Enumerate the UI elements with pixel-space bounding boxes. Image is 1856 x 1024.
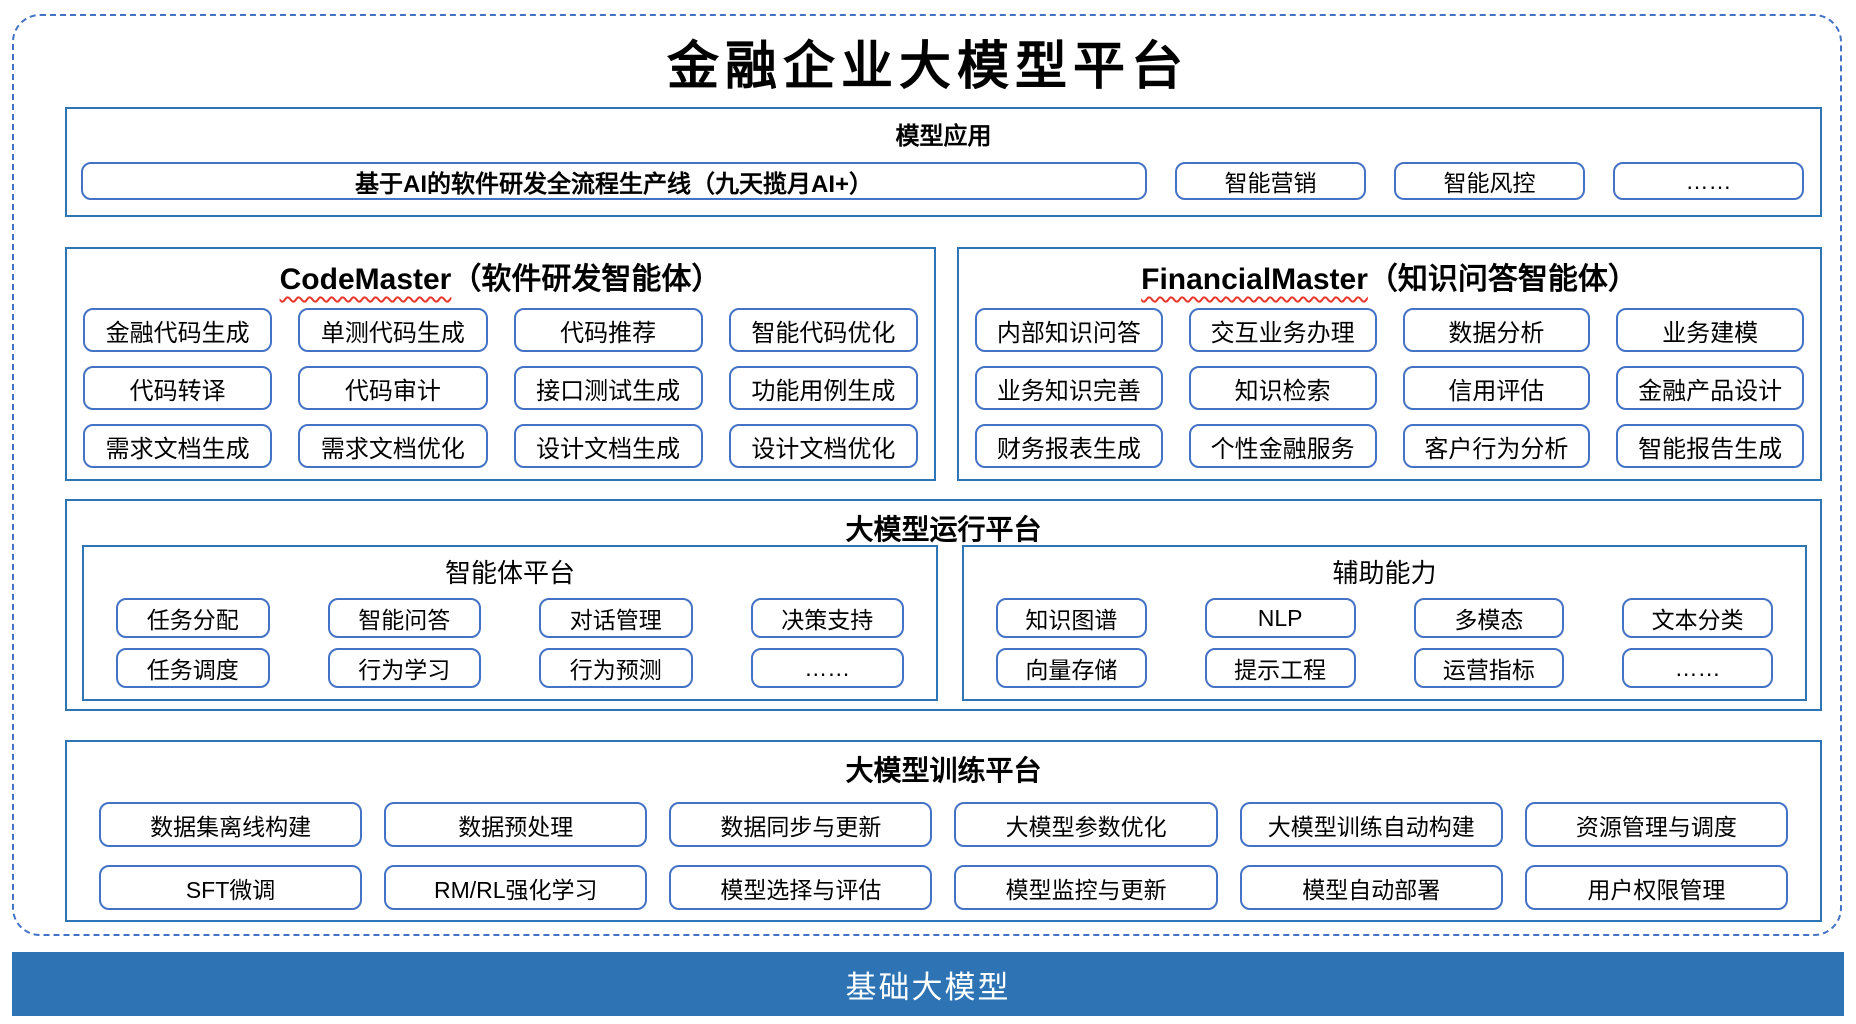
- diagram-node: SFT微调: [99, 865, 363, 910]
- section-codemaster: CodeMaster（软件研发智能体） 金融代码生成 单测代码生成 代码推荐 智…: [65, 247, 936, 481]
- diagram-node: 数据同步与更新: [669, 802, 933, 847]
- diagram-node: 智能问答: [327, 598, 481, 638]
- section-training-platform: 大模型训练平台 数据集离线构建 数据预处理 数据同步与更新 大模型参数优化 大模…: [65, 740, 1822, 922]
- diagram-node: 内部知识问答: [975, 308, 1163, 352]
- diagram-node: 资源管理与调度: [1524, 802, 1788, 847]
- diagram-node: RM/RL强化学习: [384, 865, 648, 910]
- diagram-node: 信用评估: [1402, 366, 1591, 410]
- diagram-node: 客户行为分析: [1402, 424, 1591, 468]
- diagram-node: 智能营销: [1175, 162, 1366, 200]
- diagram-node: 金融代码生成: [83, 308, 273, 352]
- diagram-node: 金融产品设计: [1616, 366, 1804, 410]
- diagram-node: 模型选择与评估: [669, 865, 933, 910]
- agent-platform-title: 智能体平台: [444, 558, 575, 588]
- codemaster-title: CodeMaster（软件研发智能体）: [67, 249, 934, 298]
- financialmaster-title-en: FinancialMaster: [1141, 263, 1368, 296]
- diagram-node: 文本分类: [1622, 598, 1773, 638]
- diagram-node: 代码审计: [298, 366, 488, 410]
- subsection-agent-platform: 智能体平台 任务分配 智能问答 对话管理 决策支持 任务调度 行为学习 行为预测…: [82, 545, 938, 701]
- diagram-node: 个性金融服务: [1188, 424, 1377, 468]
- diagram-node: 数据预处理: [384, 802, 648, 847]
- financialmaster-title: FinancialMaster（知识问答智能体）: [959, 249, 1820, 298]
- aux-capabilities-grid: 知识图谱 NLP 多模态 文本分类 向量存储 提示工程 运营指标 ……: [996, 598, 1773, 688]
- diagram-node-ellipsis: ……: [1613, 162, 1804, 200]
- financialmaster-grid: 内部知识问答 交互业务办理 数据分析 业务建模 业务知识完善 知识检索 信用评估…: [975, 308, 1804, 468]
- diagram-node: 交互业务办理: [1188, 308, 1377, 352]
- diagram-node: 运营指标: [1413, 648, 1565, 688]
- diagram-node: 数据集离线构建: [99, 802, 363, 847]
- diagram-node: 对话管理: [539, 598, 693, 638]
- foundation-model-bar: 基础大模型: [12, 952, 1844, 1016]
- section-model-application: 模型应用 基于AI的软件研发全流程生产线（九天揽月AI+） 智能营销 智能风控 …: [65, 107, 1822, 217]
- codemaster-title-suffix: （软件研发智能体）: [451, 263, 722, 296]
- section-runtime-platform: 大模型运行平台 智能体平台 任务分配 智能问答 对话管理 决策支持 任务调度 行…: [65, 499, 1822, 711]
- codemaster-grid: 金融代码生成 单测代码生成 代码推荐 智能代码优化 代码转译 代码审计 接口测试…: [83, 308, 918, 468]
- training-platform-grid: 数据集离线构建 数据预处理 数据同步与更新 大模型参数优化 大模型训练自动构建 …: [99, 802, 1788, 910]
- diagram-node: 智能代码优化: [728, 308, 918, 352]
- diagram-node: 用户权限管理: [1524, 865, 1788, 910]
- diagram-node: 代码推荐: [513, 308, 703, 352]
- page-title: 金融企业大模型平台: [666, 36, 1189, 97]
- diagram-node: 业务建模: [1616, 308, 1804, 352]
- diagram-node: 行为预测: [539, 648, 693, 688]
- diagram-node: 智能风控: [1394, 162, 1585, 200]
- section-model-application-title: 模型应用: [895, 123, 992, 150]
- diagram-node-pipeline: 基于AI的软件研发全流程生产线（九天揽月AI+）: [81, 162, 1147, 200]
- diagram-node: 任务调度: [116, 648, 270, 688]
- diagram-node: 任务分配: [116, 598, 270, 638]
- diagram-node: 财务报表生成: [975, 424, 1163, 468]
- agent-platform-grid: 任务分配 智能问答 对话管理 决策支持 任务调度 行为学习 行为预测 ……: [116, 598, 904, 688]
- aux-capabilities-title: 辅助能力: [1332, 558, 1437, 588]
- diagram-node: 设计文档生成: [513, 424, 703, 468]
- diagram-node-ellipsis: ……: [1622, 648, 1773, 688]
- diagram-node: 接口测试生成: [513, 366, 703, 410]
- section-financialmaster: FinancialMaster（知识问答智能体） 内部知识问答 交互业务办理 数…: [957, 247, 1822, 481]
- diagram-node: 业务知识完善: [975, 366, 1163, 410]
- diagram-node: 大模型训练自动构建: [1239, 802, 1503, 847]
- diagram-node: 设计文档优化: [728, 424, 918, 468]
- diagram-node: 数据分析: [1402, 308, 1591, 352]
- diagram-node-ellipsis: ……: [750, 648, 904, 688]
- diagram-node: 知识图谱: [996, 598, 1147, 638]
- diagram-node: 决策支持: [750, 598, 904, 638]
- diagram-node: 模型自动部署: [1239, 865, 1503, 910]
- financialmaster-title-suffix: （知识问答智能体）: [1367, 263, 1638, 296]
- diagram-node: NLP: [1204, 598, 1356, 638]
- diagram-node: 向量存储: [996, 648, 1147, 688]
- diagram-node: 需求文档生成: [83, 424, 273, 468]
- diagram-node: 多模态: [1413, 598, 1565, 638]
- runtime-platform-title: 大模型运行平台: [845, 514, 1042, 545]
- diagram-node: 智能报告生成: [1616, 424, 1804, 468]
- diagram-node: 提示工程: [1204, 648, 1356, 688]
- diagram-node: 模型监控与更新: [954, 865, 1218, 910]
- diagram-node: 代码转译: [83, 366, 273, 410]
- training-platform-title: 大模型训练平台: [845, 755, 1042, 786]
- diagram-node: 功能用例生成: [728, 366, 918, 410]
- diagram-node: 行为学习: [327, 648, 481, 688]
- diagram-node: 单测代码生成: [298, 308, 488, 352]
- diagram-node: 知识检索: [1188, 366, 1377, 410]
- model-application-row: 基于AI的软件研发全流程生产线（九天揽月AI+） 智能营销 智能风控 ……: [67, 151, 1820, 200]
- subsection-aux-capabilities: 辅助能力 知识图谱 NLP 多模态 文本分类 向量存储 提示工程 运营指标 ……: [962, 545, 1807, 701]
- platform-dashed-border: [12, 14, 1842, 936]
- diagram-node: 需求文档优化: [298, 424, 488, 468]
- foundation-model-label: 基础大模型: [845, 969, 1011, 1005]
- codemaster-title-en: CodeMaster: [279, 263, 452, 296]
- diagram-node: 大模型参数优化: [954, 802, 1218, 847]
